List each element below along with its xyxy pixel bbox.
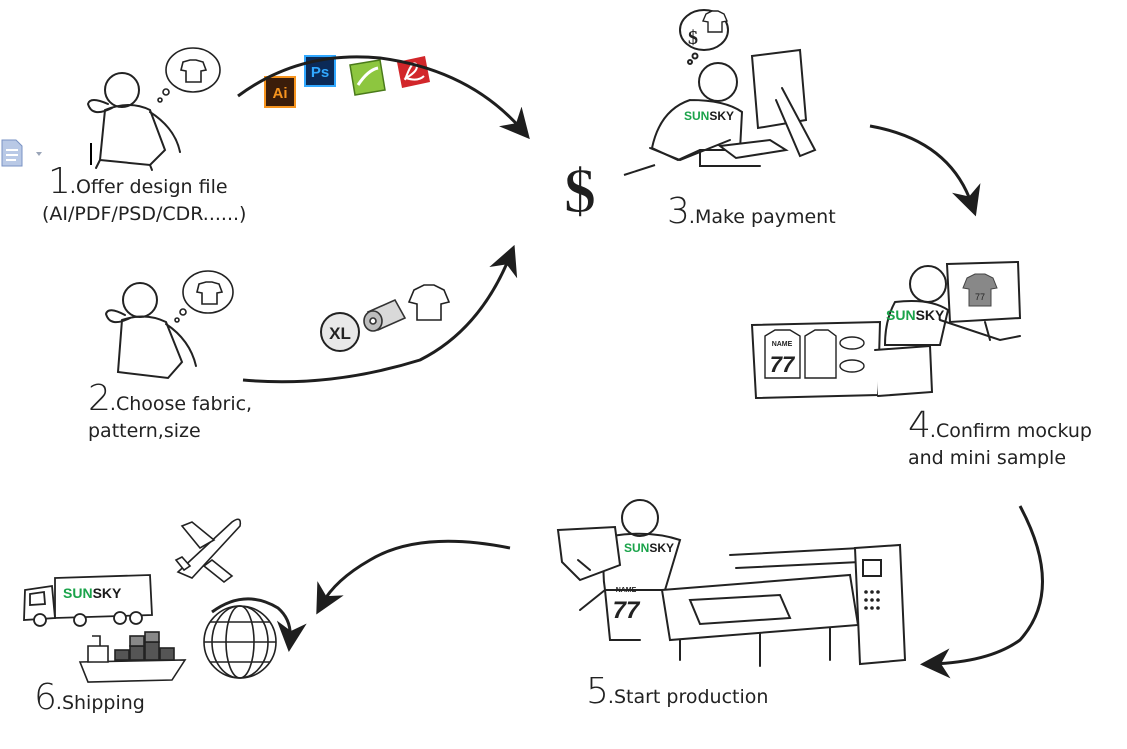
truck-icon [23, 574, 153, 627]
cargo-ship-icon [78, 631, 187, 683]
thought-bubble-shirt-2 [174, 270, 234, 323]
designer-figure-2 [104, 282, 197, 380]
step-6-label: 6.Shipping [34, 676, 145, 719]
step-5-text: .Start production [607, 686, 769, 708]
step-1-label: 1.Offer design file (AI/PDF/PSD/CDR.....… [42, 160, 246, 226]
airplane-icon [174, 518, 242, 584]
step-2-label: 2.Choose fabric, pattern,size [88, 377, 252, 443]
cdr-file-icon [349, 59, 386, 96]
step-1-number: 1 [48, 161, 71, 202]
brand-logo-3: SUNSKY [684, 109, 734, 123]
arrow-step2-to-payment [242, 244, 518, 384]
step-3-label: 3.Make payment [667, 190, 836, 233]
ai-file-icon: Ai [264, 76, 296, 108]
dollar-sign-icon: $ [564, 155, 596, 226]
fabric-roll-icon [363, 298, 407, 332]
document-icon[interactable] [0, 138, 48, 170]
text-cursor [90, 143, 92, 165]
monitor-shirt-icon [962, 273, 998, 307]
step-4-label: 4.Confirm mockup and mini sample [908, 404, 1092, 470]
bubble-dollar-icon: $ [688, 27, 698, 49]
production-jersey-number: 77 [613, 597, 641, 624]
step-3-number: 3 [667, 191, 690, 232]
arrow-step1-to-payment [237, 55, 530, 140]
arrow-payment-to-mockup [869, 124, 981, 217]
step-4-subtext: and mini sample [908, 447, 1067, 470]
step-4-number: 4 [908, 405, 931, 446]
designer-figure-1 [86, 72, 181, 171]
monitor-jersey-number: 77 [975, 292, 985, 302]
step-6-text: .Shipping [55, 692, 145, 714]
step-1-subtext: (AI/PDF/PSD/CDR......) [42, 203, 247, 226]
mockup-sheet-jerseys [764, 329, 865, 379]
control-panel-buttons [864, 590, 880, 610]
brand-logo-4: SUNSKY [886, 307, 945, 323]
mockup-jersey-number: 77 [770, 352, 796, 377]
step-2-subtext: pattern,size [88, 420, 201, 443]
thought-bubble-shirt-1 [157, 47, 221, 103]
brand-logo-6: SUNSKY [63, 585, 122, 601]
step-2-text: .Choose fabric, [109, 393, 253, 415]
production-figure [556, 499, 907, 667]
ps-file-label: Ps [311, 64, 329, 81]
tshirt-pattern-icon [407, 284, 451, 321]
step-2-number: 2 [88, 378, 111, 419]
ai-file-label: Ai [273, 85, 288, 102]
step-1-text: .Offer design file [69, 176, 228, 198]
mockup-jersey-name: NAME [772, 341, 793, 348]
dollar-dash [623, 164, 656, 176]
arrow-mockup-to-production [920, 505, 1044, 679]
size-xl-icon: XL [320, 312, 360, 352]
step-5-label: 5.Start production [586, 670, 768, 713]
step-6-number: 6 [34, 677, 57, 718]
step-5-number: 5 [586, 671, 609, 712]
globe-icon [203, 597, 307, 679]
step-4-text: .Confirm mockup [929, 420, 1092, 442]
step-3-text: .Make payment [688, 206, 836, 228]
payment-figure [649, 9, 817, 167]
size-badge-label: XL [329, 324, 351, 343]
arrow-production-to-shipping [316, 539, 511, 615]
brand-logo-5: SUNSKY [624, 541, 674, 555]
production-jersey-name: NAME [616, 587, 637, 594]
bubble-shirt-icon [702, 10, 728, 33]
